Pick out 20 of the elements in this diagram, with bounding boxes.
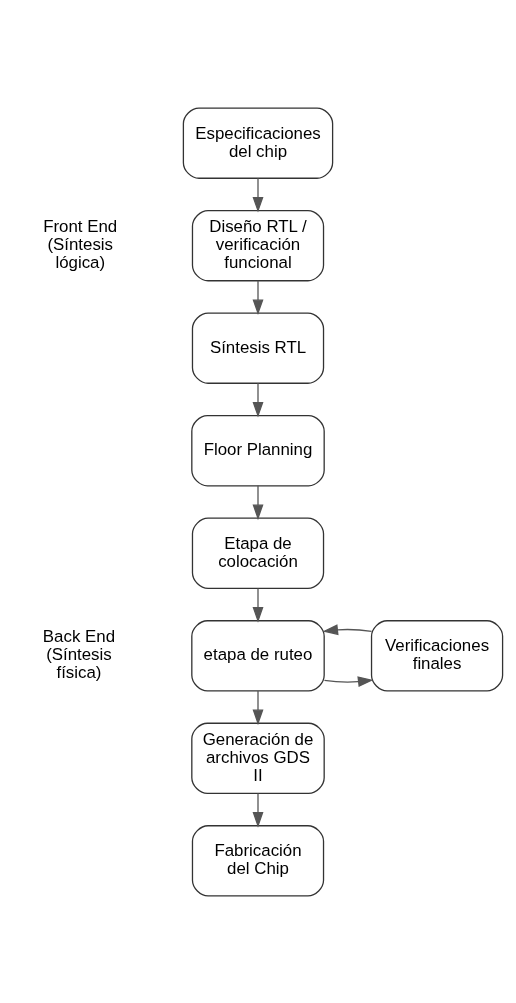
node-box: Generación de archivos GDS II — [191, 722, 325, 794]
arrow — [252, 177, 264, 213]
arrow — [252, 689, 264, 725]
arrow — [252, 279, 264, 315]
node-box: Floor Planning — [191, 414, 325, 486]
arrow — [252, 792, 264, 828]
label: Front End (Síntesis lógica) — [43, 216, 118, 272]
arrow — [323, 675, 374, 687]
node-box: Diseño RTL / verificación funcional — [191, 209, 325, 281]
node-box: Especificaciones del chip — [182, 107, 334, 179]
node-box: etapa de ruteo — [191, 619, 325, 691]
arrow — [252, 587, 264, 623]
arrow — [322, 623, 373, 635]
node-box: Verificaciones finales — [370, 619, 504, 691]
arrow — [252, 484, 264, 520]
node-box: Síntesis RTL — [191, 312, 325, 384]
node-box: Etapa de colocación — [191, 517, 325, 589]
arrow — [252, 382, 264, 418]
node-box: Fabricación del Chip — [191, 824, 325, 896]
label: Back End (Síntesis física) — [42, 626, 116, 682]
